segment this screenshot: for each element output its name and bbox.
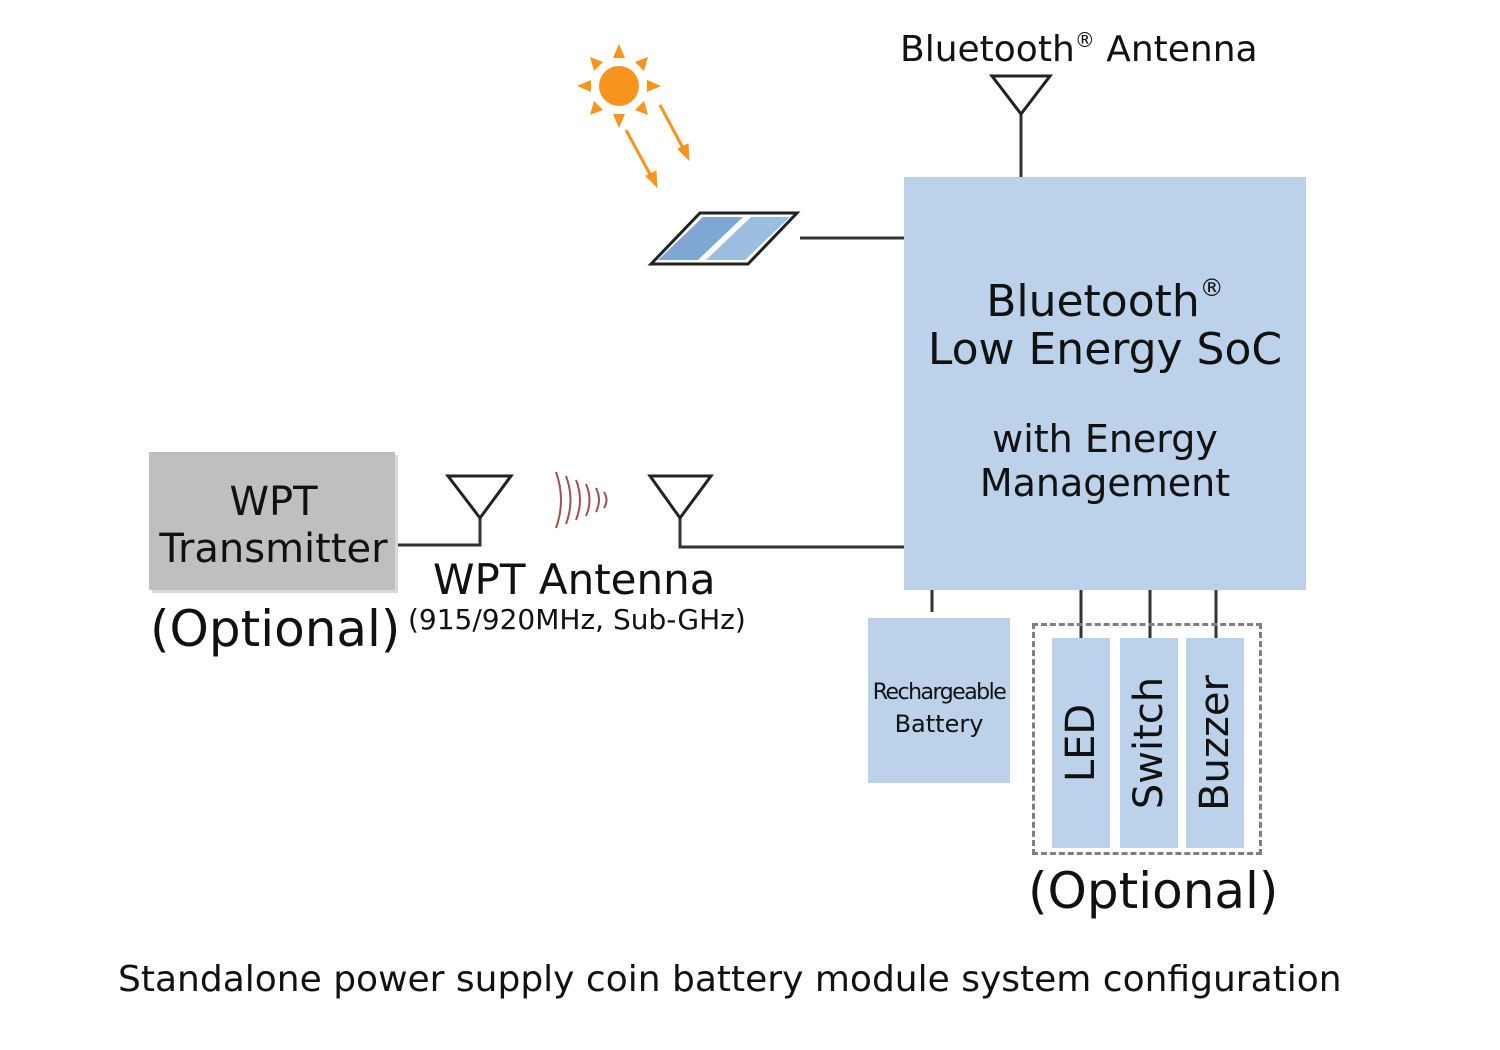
rechargeable-battery-block bbox=[868, 618, 1010, 783]
wpt-transmitter-line2: Transmitter bbox=[159, 526, 388, 572]
soc-subtitle: Low Energy SoC bbox=[927, 324, 1283, 375]
wpt-transmitter-block bbox=[149, 452, 395, 590]
soc-feature-line2: Management bbox=[979, 461, 1231, 505]
battery-label-line2: Battery bbox=[894, 710, 984, 738]
wpt-transmitter-optional: (Optional) bbox=[150, 600, 401, 658]
wpt-tx-antenna-icon bbox=[444, 474, 514, 521]
wpt-antenna-frequency: (915/920MHz, Sub-GHz) bbox=[408, 603, 746, 636]
soc-feature-line1: with Energy bbox=[992, 417, 1218, 461]
wpt-rx-antenna-icon bbox=[647, 474, 714, 521]
battery-label-line1: Rechargeable bbox=[872, 680, 1007, 705]
buzzer-label: Buzzer bbox=[1192, 675, 1238, 811]
peripherals-optional: (Optional) bbox=[1028, 862, 1279, 920]
registered-mark: ® bbox=[1199, 274, 1224, 302]
tx-to-antenna-line bbox=[395, 515, 482, 547]
solar-panel-icon bbox=[647, 211, 801, 266]
soc-block bbox=[904, 177, 1306, 590]
wpt-antenna-label: WPT Antenna bbox=[433, 555, 716, 604]
wireless-wave-icon bbox=[555, 471, 608, 529]
soc-title-text: Bluetooth bbox=[986, 276, 1200, 327]
bt-antenna-label-text: Bluetooth bbox=[900, 29, 1075, 70]
led-label: LED bbox=[1058, 703, 1104, 783]
rx-antenna-to-soc-line bbox=[678, 518, 904, 549]
bt-antenna-label-suffix: Antenna bbox=[1094, 29, 1258, 70]
optional-peripherals-frame bbox=[1032, 623, 1262, 855]
figure-caption: Standalone power supply coin battery mod… bbox=[118, 959, 1342, 1000]
switch-label: Switch bbox=[1126, 676, 1172, 810]
bt-antenna-label: Bluetooth® Antenna bbox=[900, 30, 1258, 68]
sun-icon bbox=[577, 44, 690, 189]
wpt-transmitter-line1: WPT bbox=[229, 479, 318, 525]
switch-block: Switch bbox=[1120, 638, 1178, 848]
registered-mark: ® bbox=[1074, 28, 1095, 52]
led-block: LED bbox=[1052, 638, 1110, 848]
bt-antenna-icon bbox=[988, 74, 1054, 117]
buzzer-block: Buzzer bbox=[1186, 638, 1244, 848]
soc-title: Bluetooth® bbox=[904, 276, 1306, 324]
